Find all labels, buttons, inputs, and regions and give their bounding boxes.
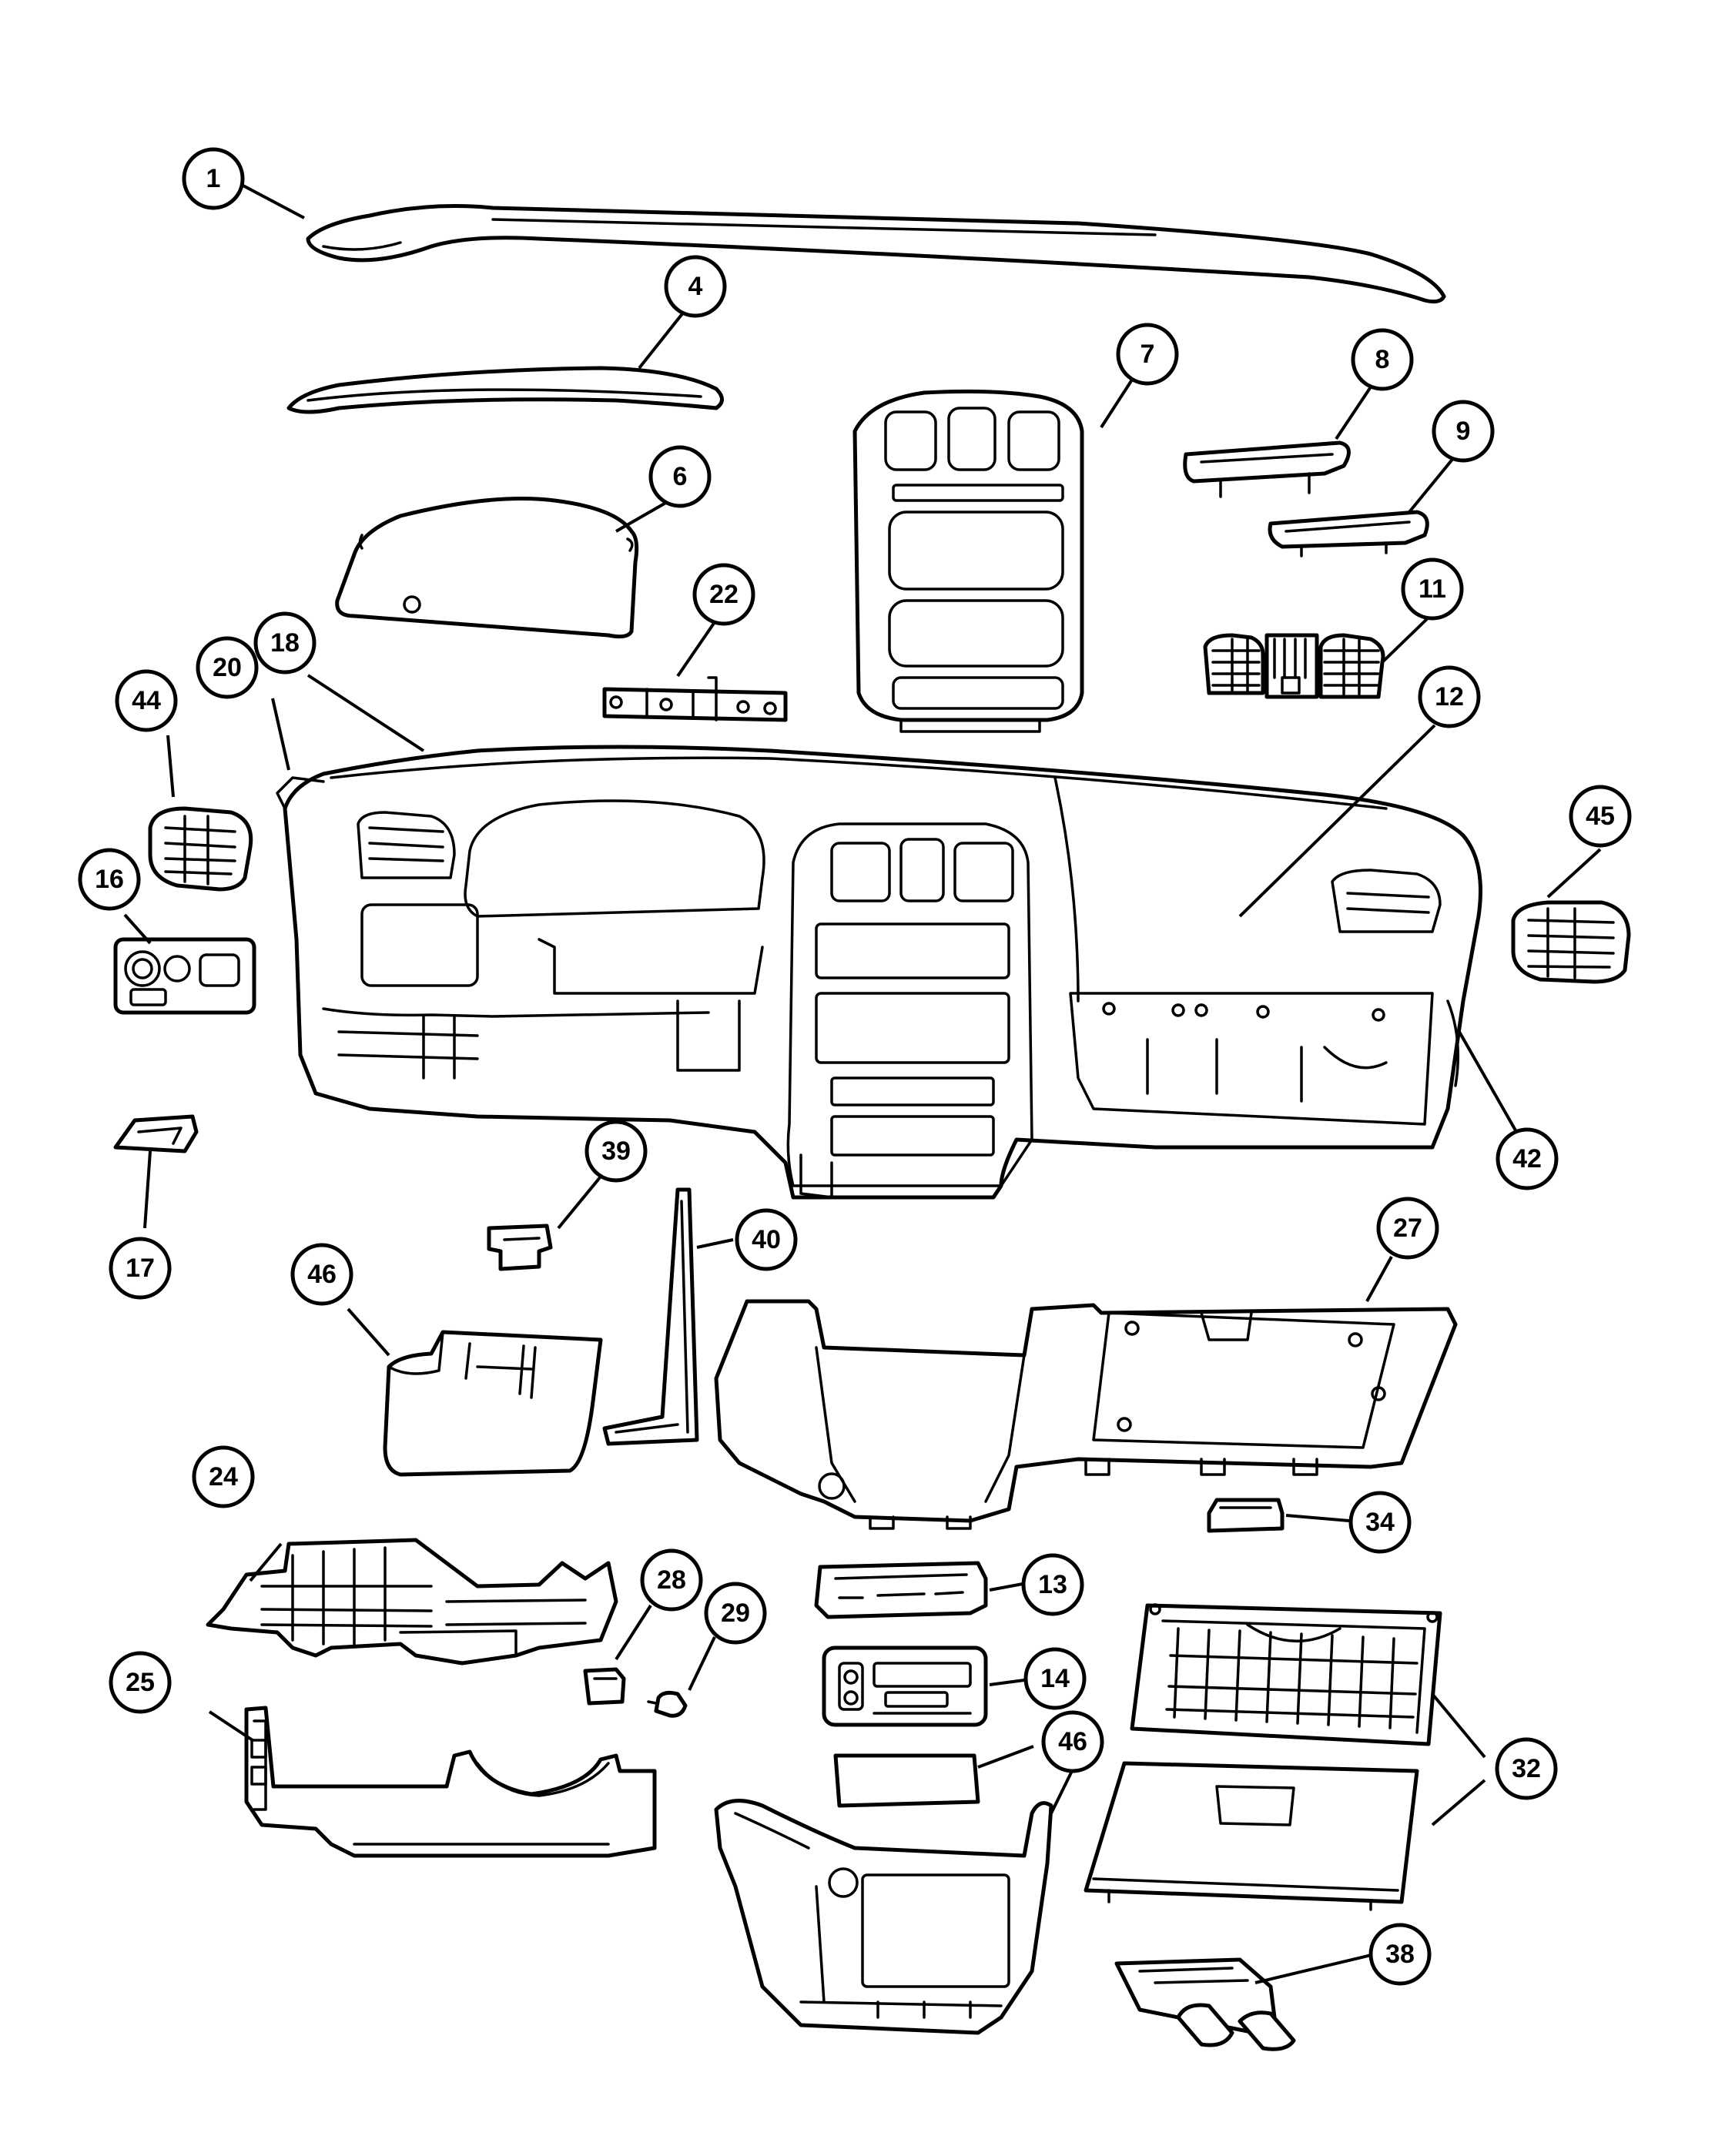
part-40-trim-strip	[602, 1187, 699, 1446]
part-46-knee-panel-upper	[383, 1330, 603, 1477]
callout-24: 24	[192, 1445, 255, 1508]
part-4-defroster-grille	[286, 366, 724, 414]
part-39-clip	[487, 1224, 553, 1271]
callout-label: 12	[1435, 682, 1464, 711]
callout-label: 42	[1512, 1144, 1542, 1173]
callout-12: 12	[1418, 665, 1481, 728]
callout-6: 6	[648, 445, 712, 508]
part-17-switch-blank	[113, 1114, 199, 1153]
callout-label: 8	[1375, 345, 1390, 374]
part-6-cluster-lens	[335, 497, 639, 639]
callout-label: 24	[209, 1462, 238, 1491]
callout-label: 9	[1456, 417, 1471, 446]
part-7-center-bezel	[852, 389, 1084, 733]
part-29-bulb	[647, 1690, 688, 1718]
part-13-radio-bezel	[814, 1561, 988, 1619]
callout-11: 11	[1401, 557, 1464, 621]
callout-34: 34	[1348, 1491, 1412, 1554]
callout-16: 16	[78, 848, 141, 911]
callout-label: 11	[1419, 574, 1446, 604]
callout-label: 44	[132, 686, 161, 715]
part-16-headlamp-switch	[113, 937, 256, 1015]
callout-label: 45	[1586, 802, 1615, 831]
part-11-center-vents	[1203, 633, 1385, 699]
callout-9: 9	[1432, 400, 1495, 463]
part-46-bin-door	[833, 1753, 980, 1808]
callout-39: 39	[584, 1120, 648, 1183]
callout-7: 7	[1116, 323, 1179, 386]
part-9-switch-module	[1268, 510, 1429, 557]
callout-label: 27	[1393, 1214, 1422, 1243]
part-1-top-cover	[306, 204, 1446, 304]
callout-label: 34	[1365, 1508, 1395, 1537]
callout-label: 14	[1040, 1664, 1070, 1693]
callout-44: 44	[115, 669, 178, 732]
part-8-switch-bezel	[1183, 440, 1351, 498]
callout-28: 28	[640, 1548, 703, 1612]
callout-label: 25	[126, 1668, 155, 1697]
callout-label: 6	[673, 462, 688, 491]
part-14-radio	[822, 1645, 988, 1727]
callout-25: 25	[109, 1651, 172, 1714]
callout-label: 1	[206, 164, 221, 193]
callout-40: 40	[735, 1208, 798, 1271]
callout-32: 32	[1495, 1737, 1558, 1800]
callout-label: 18	[270, 628, 300, 658]
callout-4: 4	[664, 255, 727, 318]
callout-45: 45	[1569, 785, 1632, 848]
callout-17: 17	[109, 1237, 172, 1300]
callout-label: 7	[1141, 340, 1155, 369]
part-27-lower-panel	[714, 1299, 1458, 1530]
callout-13: 13	[1021, 1553, 1084, 1616]
callout-label: 29	[721, 1599, 750, 1628]
part-32-glove-box-inner	[1130, 1603, 1442, 1746]
callout-38: 38	[1368, 1923, 1432, 1986]
part-46-lower-console	[714, 1799, 1053, 2035]
callout-1: 1	[182, 147, 245, 210]
callout-label: 4	[688, 272, 703, 301]
callout-label: 20	[213, 653, 242, 682]
callout-29: 29	[704, 1582, 767, 1645]
leader-lines	[123, 182, 1602, 1984]
part-28-lamp-socket	[583, 1667, 626, 1706]
callout-22: 22	[692, 563, 755, 626]
callout-8: 8	[1351, 328, 1414, 391]
part-45-right-vent	[1511, 900, 1631, 984]
part-22-bracket	[602, 676, 788, 722]
callout-label: 16	[95, 865, 124, 894]
callout-label: 46	[307, 1260, 337, 1289]
part-34-latch	[1207, 1498, 1285, 1533]
callout-42: 42	[1496, 1127, 1559, 1190]
callout-46-lower: 46	[1041, 1710, 1104, 1773]
part-25-column-cover	[244, 1706, 657, 1858]
callout-18: 18	[253, 611, 317, 675]
callout-46-upper: 46	[290, 1243, 353, 1306]
callout-label: 22	[709, 580, 739, 609]
part-24-lower-reinforcement	[206, 1538, 618, 1666]
part-44-left-vent	[148, 806, 253, 892]
callout-20: 20	[196, 636, 259, 699]
callout-label: 46	[1058, 1727, 1087, 1756]
callout-label: 40	[752, 1225, 781, 1254]
callout-label: 17	[126, 1254, 155, 1283]
part-32-glove-box-outer	[1084, 1761, 1419, 1911]
callout-label: 28	[657, 1565, 686, 1595]
callout-label: 32	[1512, 1754, 1541, 1783]
callout-label: 39	[601, 1137, 631, 1166]
callout-label: 13	[1038, 1570, 1067, 1599]
callout-label: 38	[1385, 1940, 1415, 1969]
main-instrument-panel	[276, 745, 1482, 1200]
callout-14: 14	[1023, 1647, 1087, 1710]
callout-27: 27	[1376, 1197, 1439, 1260]
part-38-cup-holder	[1114, 1957, 1296, 2051]
